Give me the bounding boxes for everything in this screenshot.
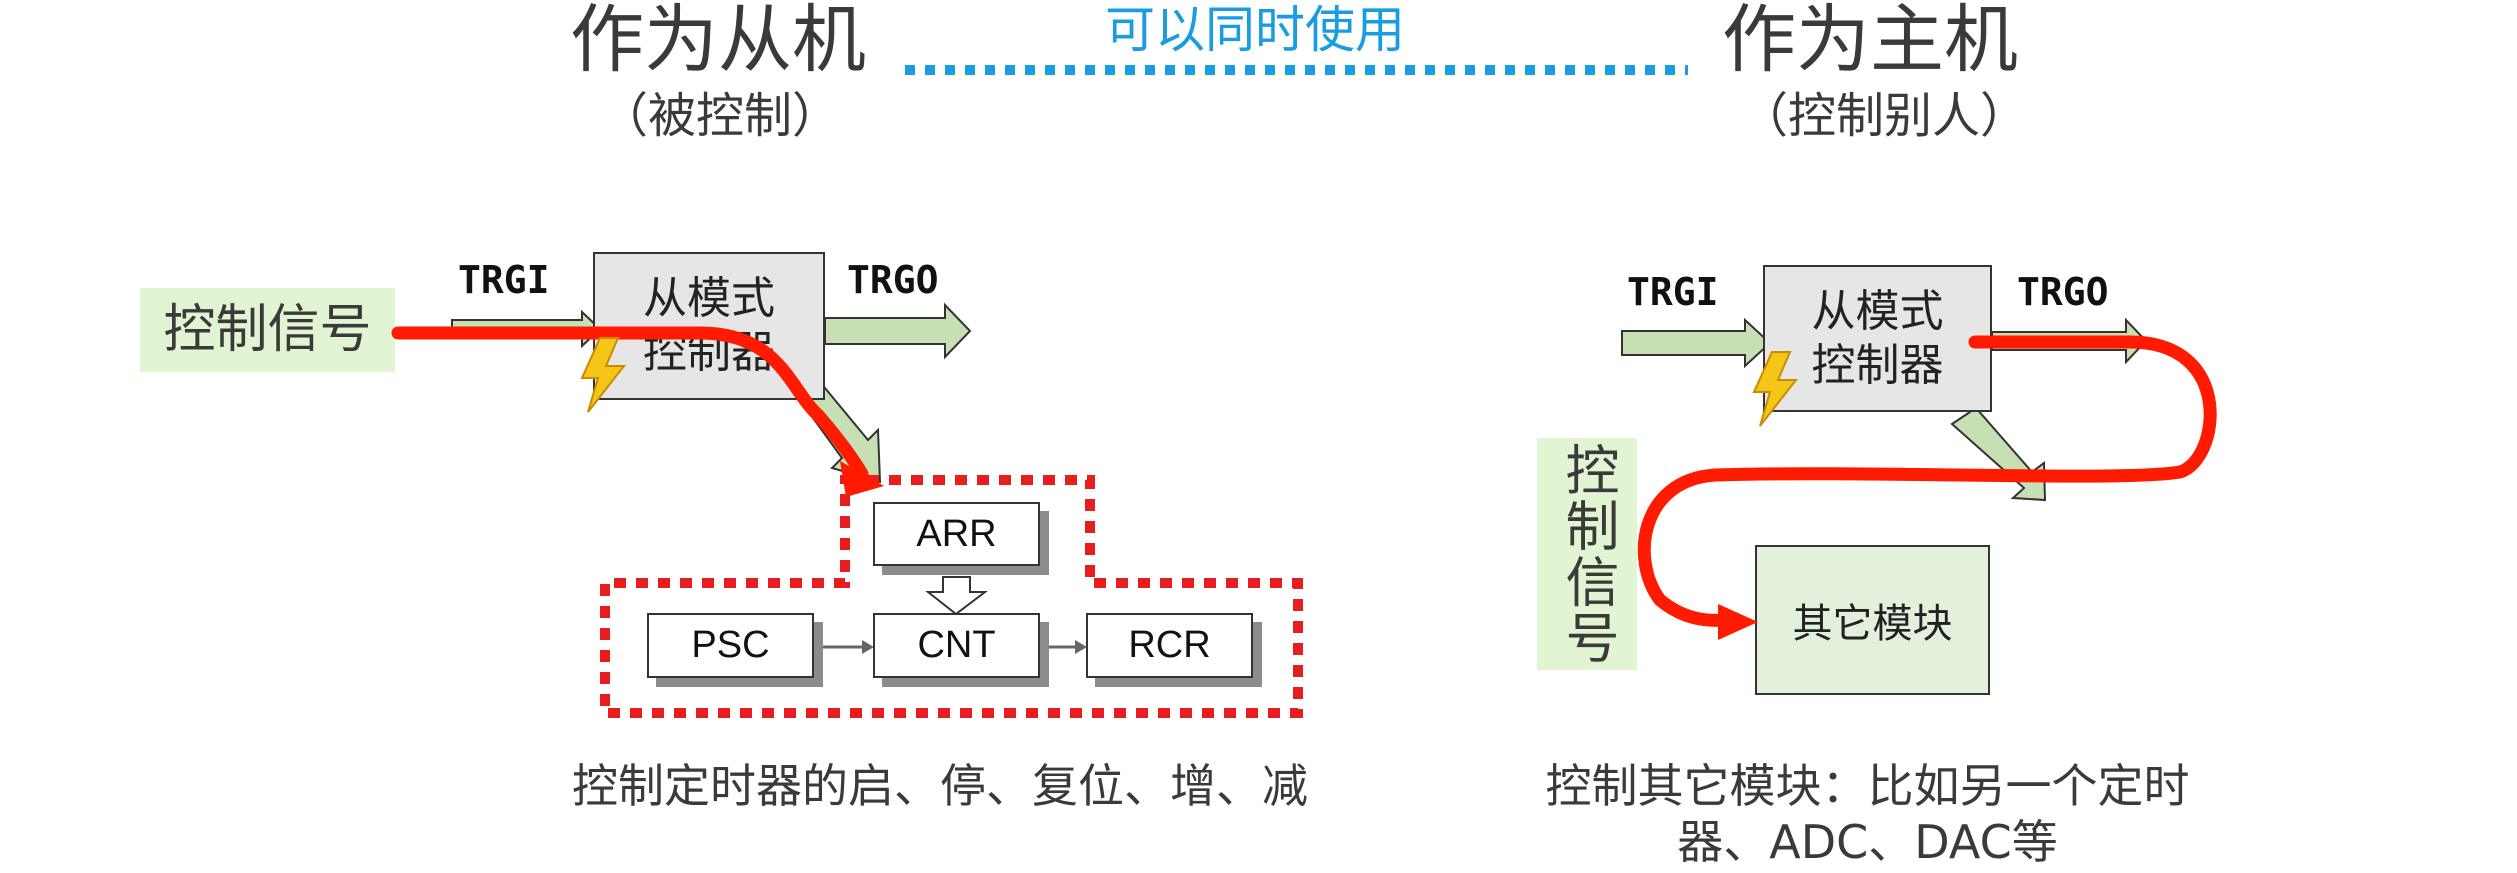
right-slave-controller-line1: 从模式 — [1811, 285, 1944, 337]
right-caption: 控制其它模块：比如另一个定时器、ADC、DAC等 — [1545, 759, 2190, 869]
lightning-icon — [1752, 351, 1799, 427]
master-title: 作为主机 — [1722, 0, 2018, 83]
left-trgo-arrow — [824, 302, 972, 360]
left-slave-controller-line1: 从模式 — [643, 273, 775, 324]
left-signal-arrowhead — [840, 461, 884, 497]
left-slave-mode-controller: 从模式 控制器 — [593, 252, 825, 400]
left-trgo-label: TRGO — [847, 258, 939, 302]
cnt-register: CNT — [873, 613, 1040, 678]
left-signal-path — [391, 326, 869, 481]
cnt-to-rcr-head — [1075, 640, 1087, 654]
slave-title: 作为从机 — [570, 0, 866, 83]
left-control-signal-label: 控制信号 — [140, 288, 395, 372]
other-module-box: 其它模块 — [1755, 545, 1990, 695]
left-caption: 控制定时器的启、停、复位、增、减 — [572, 759, 1308, 813]
right-trgo-label: TRGO — [2017, 270, 2109, 314]
slave-subtitle: （被控制） — [600, 88, 841, 144]
right-trgi-arrow — [1621, 317, 1772, 369]
left-timebase-boundary — [600, 475, 1303, 718]
lightning-icon — [580, 337, 627, 413]
simultaneous-label: 可以同时使用 — [1105, 1, 1405, 59]
right-trgi-label: TRGI — [1627, 270, 1719, 314]
arr-to-cnt-arrow — [925, 576, 988, 616]
right-slave-controller-line2: 控制器 — [1811, 339, 1944, 391]
master-subtitle: （控制别人） — [1740, 88, 2029, 144]
right-signal-path — [1637, 335, 2217, 627]
psc-register: PSC — [647, 613, 814, 678]
left-trgi-label: TRGI — [458, 258, 550, 302]
right-signal-arrowhead — [1718, 604, 1758, 640]
arr-register: ARR — [873, 502, 1040, 566]
rcr-register: RCR — [1086, 613, 1253, 678]
right-slave-mode-controller: 从模式 控制器 — [1763, 265, 1992, 412]
right-control-signal-label: 控制信号 — [1537, 438, 1637, 670]
psc-to-cnt-head — [862, 640, 874, 654]
